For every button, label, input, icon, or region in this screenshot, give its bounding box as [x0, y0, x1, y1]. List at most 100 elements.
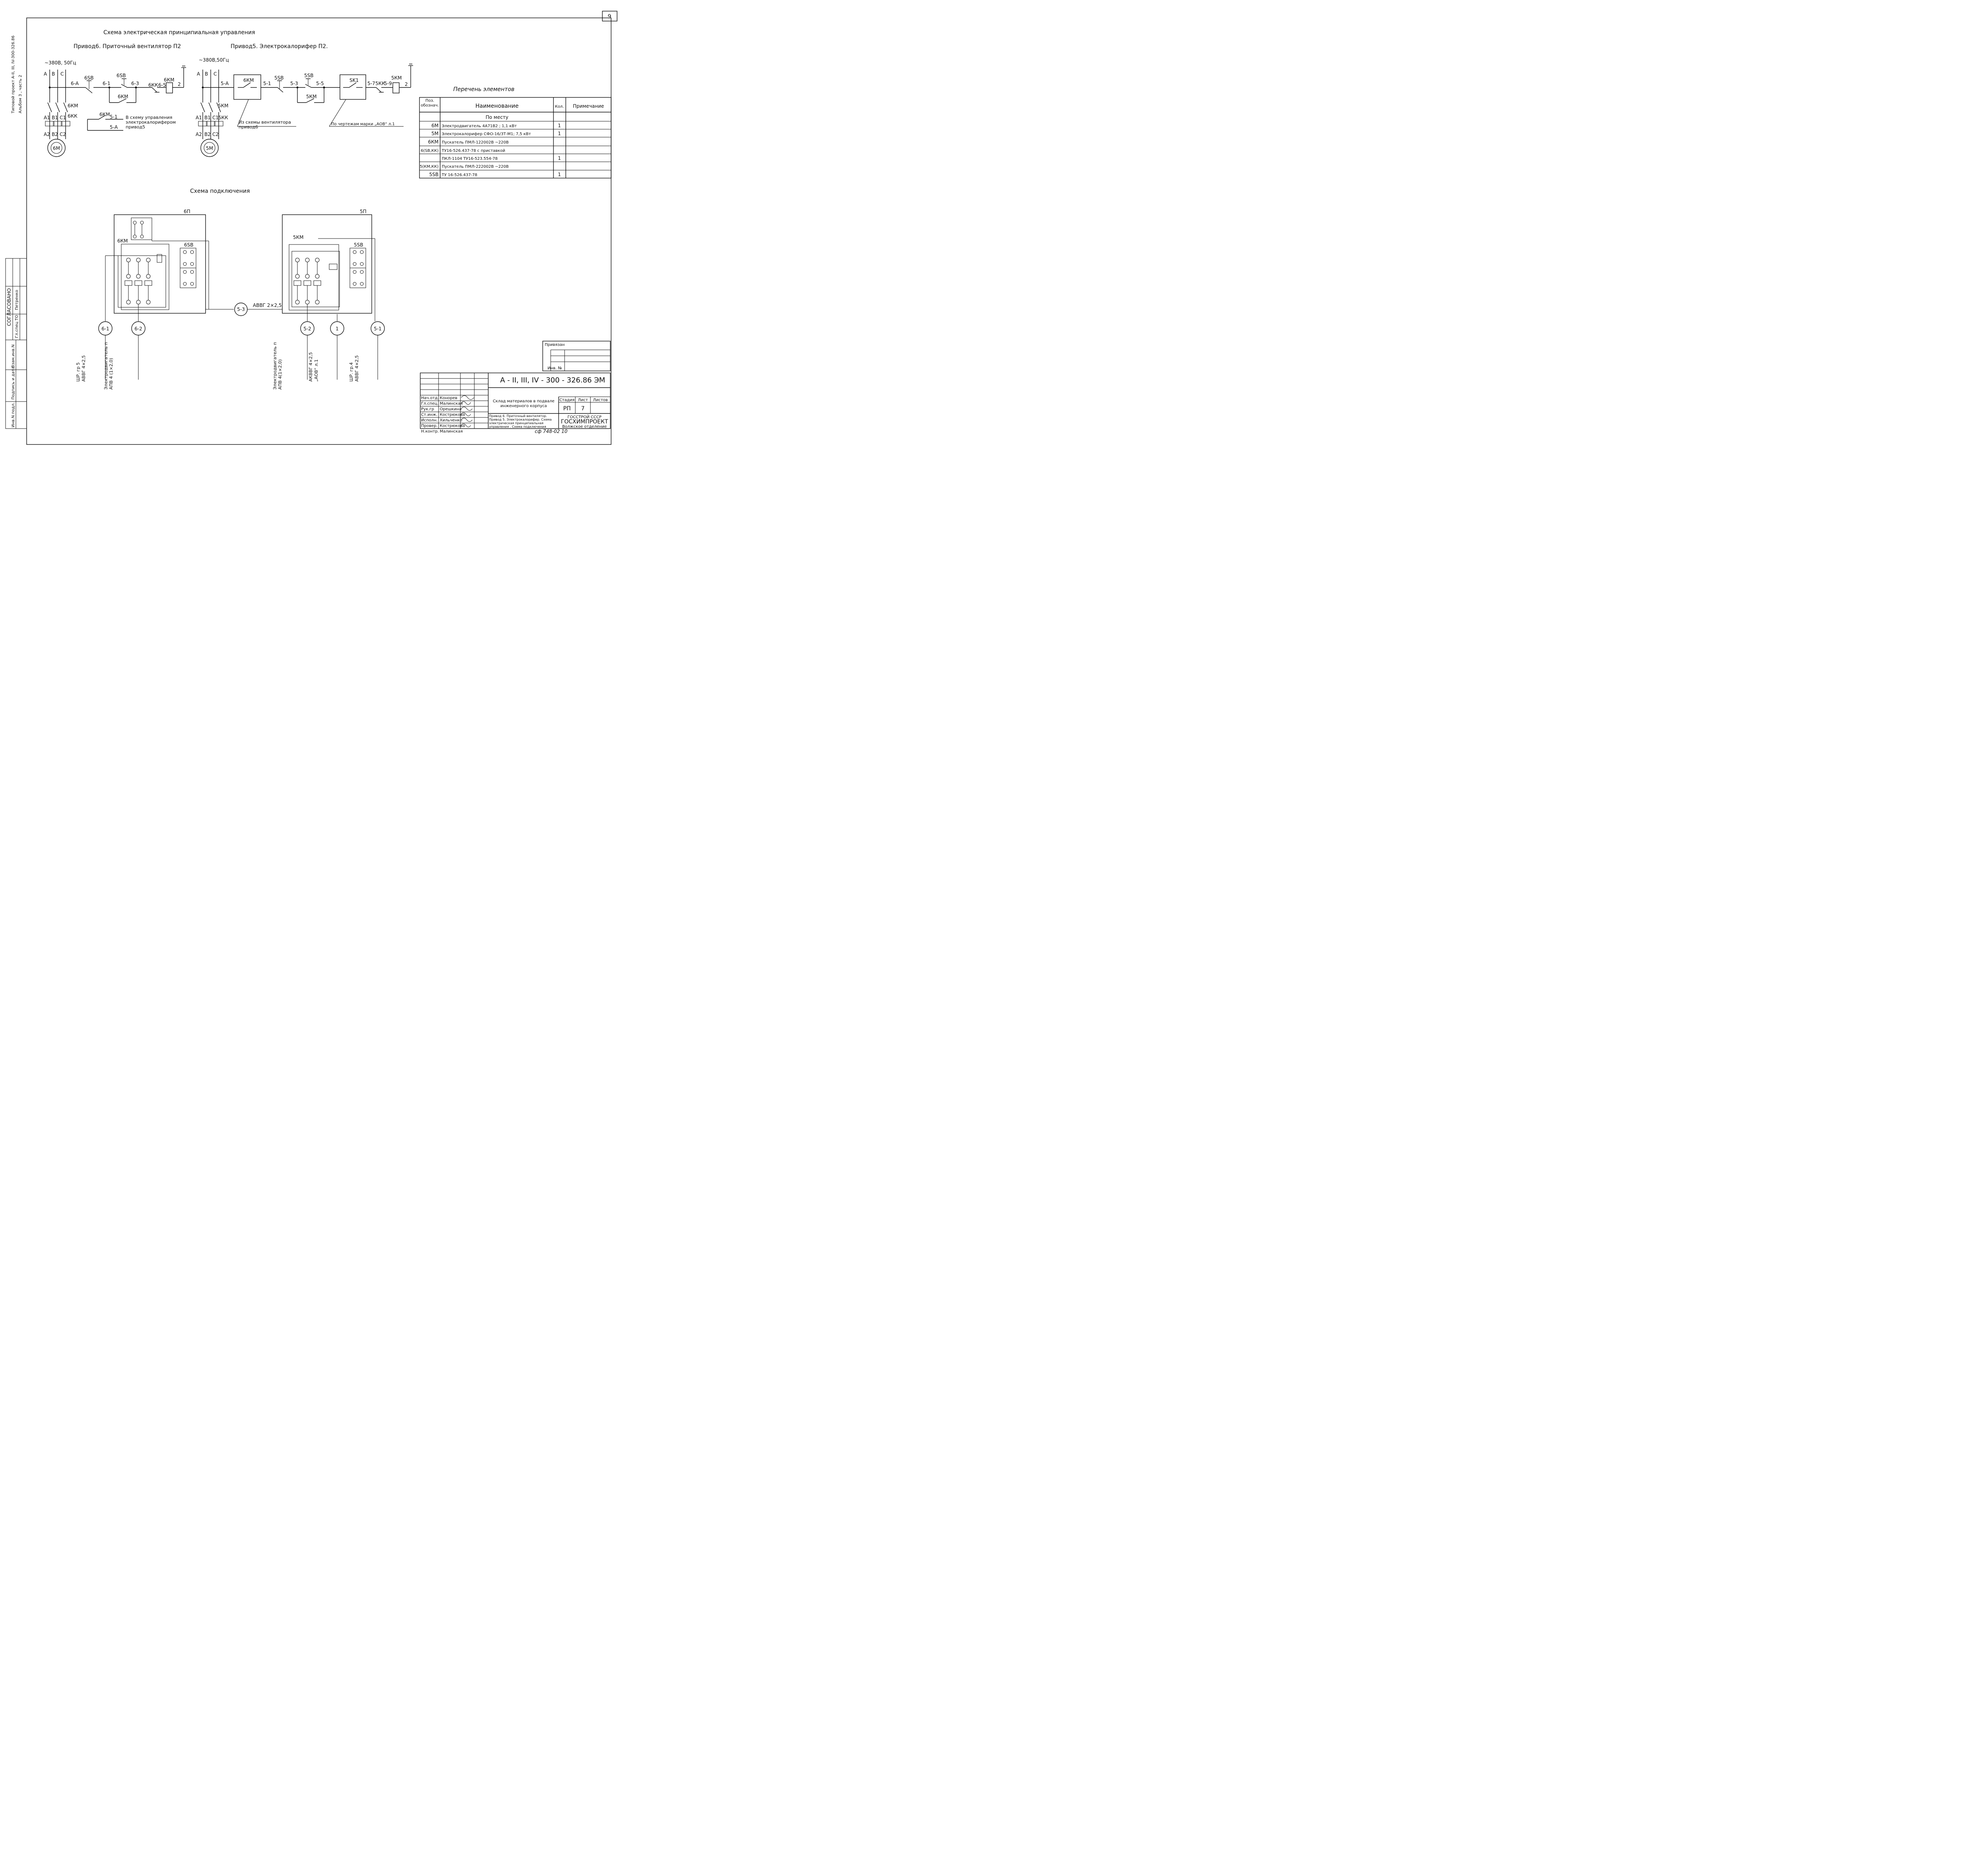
node-5-7: 5-7 [367, 81, 375, 86]
drive6-stop-button-label: 6SB [84, 75, 93, 81]
sheet-title: Привод 6. Приточный вентилятор. Привод 5… [489, 414, 552, 429]
side-project-label: Типовой проект А-II, III, IV-300-326.86 [11, 35, 16, 114]
signature-name: Кострюкова [440, 413, 465, 417]
drive6-km-contacts-label: 6КМ [68, 103, 78, 109]
table-row-qty: 1 [558, 155, 561, 161]
inv-label-3: Взам.инв.N [11, 344, 16, 368]
panel-5p: 5П 5КМ 5SB [282, 209, 375, 321]
table-row-qty: 1 [558, 123, 561, 128]
signature-role: Ст.инж. [421, 413, 437, 417]
side-album-label: Альбом 3 , часть 2 [18, 75, 23, 113]
supply6-label: ~380В, 50Гц [45, 60, 76, 66]
elements-table: Перечень элементов Поз. обознач. Наимено… [419, 86, 612, 179]
motor6-label: 6M [53, 146, 60, 151]
signatures-handwritten [461, 395, 474, 427]
box-6km-label: 6КМ [243, 78, 254, 83]
org-gosstroy: ГОССТРОЙ СССР [567, 414, 602, 419]
inv-label-2: Подпись и дата [11, 367, 16, 400]
inv-label: Инв. № [547, 366, 562, 371]
approval-strip: СОГЛАСОВАНО Гл.спец ТО Петренко Инв.N по… [5, 258, 27, 429]
panel-6p: 6П 6КМ 6SB [105, 209, 234, 321]
sheets-header: Листов [593, 398, 608, 402]
panel5-label: 5П [360, 209, 367, 214]
table-row-qty: 1 [558, 131, 561, 136]
signature-role: Рук.гр [421, 407, 434, 411]
phase-a-label-5: A [197, 71, 200, 77]
interlock-note: В схему управления электрокалорифером пр… [126, 115, 176, 130]
link-cable-label: АВВГ 2×2,5 [253, 303, 282, 308]
signature-role: Нач.отд. [421, 396, 439, 400]
connection-title: Схема подключения [190, 188, 250, 194]
signature-name: Малинская [440, 402, 463, 406]
node-5a: 5-А [221, 81, 229, 86]
drive6-coil-label: 6КМ [164, 77, 175, 83]
signature-name: Кострюкова [440, 424, 465, 428]
node-5-3: 5-3 [290, 81, 298, 86]
bubble-1-cable: АКВВГ 4×2,5 „АОВ“ л.1 [308, 352, 319, 382]
drive5-power-circuit: ~380В,50Гц A B C 5КМ 5КК A1 B1 C1 A2 B2 … [196, 57, 229, 157]
bubble-6-2-cable: Электродвигатель привод6 АПВ 4 (1×2,0) [103, 342, 114, 390]
table-row-name: ПКЛ-1104 ТУ16-523.554-78 [442, 157, 498, 161]
signature-role: Провер. [421, 424, 438, 428]
sheet-value: 7 [581, 406, 585, 412]
drive5-km-contacts-label: 5КМ [218, 103, 229, 109]
sheet-number-box [602, 11, 617, 21]
bubble-5-1-cable: ШР. гр.4 АВВГ 4×2,5 [349, 355, 359, 382]
node-6a: 6-A [71, 81, 79, 86]
cable-bubbles: 6-1 ШР. гр 5 АВВГ 4×2,5 6-2 Электродвига… [76, 321, 385, 390]
terminal-c1-5: C1 [212, 115, 219, 120]
terminal-a2-5: A2 [196, 132, 202, 137]
drive6-thermal-relay-label: 6КК [148, 82, 158, 88]
drive5-title: Привод5. Электрокалорифер П2. [231, 43, 328, 50]
signature-role: Н.контр. [421, 429, 439, 434]
bubble-1: 1 [336, 326, 339, 332]
terminal-b1-5: B1 [204, 115, 211, 120]
sheet-header: Лист [578, 398, 588, 402]
box-sk1-label: SK1 [349, 78, 359, 83]
footer-code: сф 748-02 10 [535, 429, 568, 434]
phase-b-label: B [52, 71, 55, 77]
terminal-b2: B2 [52, 132, 58, 137]
approval-title: СОГЛАСОВАНО [6, 288, 12, 326]
connection-sb5-label: 5SB [354, 242, 363, 248]
interlock-5-a-label: 5-А [110, 124, 118, 130]
drive6-kk-contacts-label: 6КК [68, 113, 78, 119]
panel6-label: 6П [184, 209, 190, 214]
table-header-pos: Поз. обознач. [421, 99, 439, 108]
drive5-hold-contact-label: 5КМ [306, 94, 317, 99]
stage-value: РП [563, 406, 571, 412]
node-5-5: 5-5 [316, 81, 324, 86]
phase-b-label-5: B [205, 71, 208, 77]
supply5-label: ~380В,50Гц [199, 57, 229, 63]
table-row-pos: 5SB [429, 172, 439, 177]
table-header-qty: Кол. [555, 105, 564, 109]
bubble-6-1: 6-1 [101, 326, 109, 332]
table-row-pos: 6КМ [428, 139, 439, 145]
doc-code: А - II, III, IV - 300 - 326.86 ЭМ [500, 376, 605, 384]
org-branch: Волжское отделение [562, 425, 607, 429]
terminal-a2: A2 [44, 132, 50, 137]
drive5-thermal-relay-label: 5КК [375, 81, 385, 86]
bubble-6-1-cable: ШР. гр 5 АВВГ 4×2,5 [76, 355, 86, 382]
phase-c-label-5: C [214, 71, 217, 77]
box-6km [233, 74, 261, 100]
connection-km6-label: 6КМ [117, 238, 128, 244]
table-header-name: Наименование [476, 103, 519, 109]
box-sk1 [340, 74, 366, 100]
approval-name: Петренко [15, 290, 19, 310]
connection-km5-label: 5КМ [293, 235, 304, 240]
table-row-qty: 1 [558, 172, 561, 177]
bubble-6-2: 6-2 [134, 326, 142, 332]
node-5-9: 5-9 [384, 81, 392, 86]
signature-name: Малинская [440, 429, 463, 434]
terminal-a1: A1 [44, 115, 50, 120]
inv-label-1: Инв.N подл. [11, 402, 16, 427]
drive5-control-circuit: 5-А 6КМ 5-1 5SB 5-3 5SB 5-5 5КМ SK1 5-7 [203, 64, 413, 130]
drive6-hold-contact-label: 6КМ [118, 94, 128, 99]
interlock-contact-label: 6КМ [99, 112, 110, 117]
drive5-note-aov: По чертежам марки „АОВ“ л.1 [331, 122, 395, 126]
node-2-d6: 2 [178, 82, 181, 87]
node-6-3: 6-3 [131, 81, 139, 86]
drive5-coil-label: 5КМ [391, 75, 402, 81]
motor6-symbol [47, 139, 66, 157]
